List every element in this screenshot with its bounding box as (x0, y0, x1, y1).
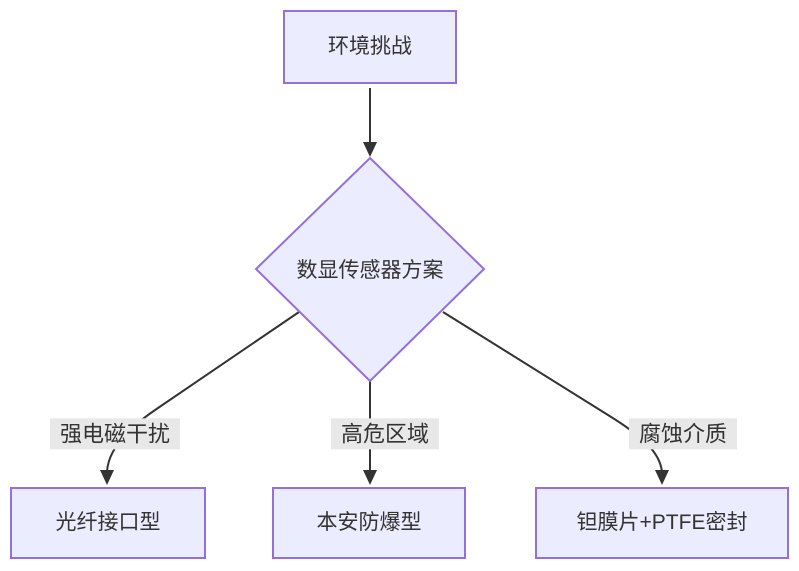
node-tantalum-ptfe-seal: 钽膜片+PTFE密封 (535, 487, 789, 559)
edge-label-hazard-area: 高危区域 (330, 418, 440, 450)
node-environment-challenge: 环境挑战 (283, 10, 457, 84)
arrowhead-icon (100, 470, 114, 485)
decision-diamond-shape (254, 156, 486, 383)
arrowhead-icon (363, 142, 377, 157)
node-intrinsically-safe: 本安防爆型 (272, 487, 466, 559)
arrowhead-icon (655, 470, 669, 485)
edge-label-emi: 强电磁干扰 (49, 418, 181, 450)
node-fiber-interface: 光纤接口型 (10, 487, 206, 559)
edge-label-corrosive-media: 腐蚀介质 (628, 418, 738, 450)
arrowhead-icon (363, 470, 377, 485)
node-decision-label: 数显传感器方案 (296, 259, 444, 282)
